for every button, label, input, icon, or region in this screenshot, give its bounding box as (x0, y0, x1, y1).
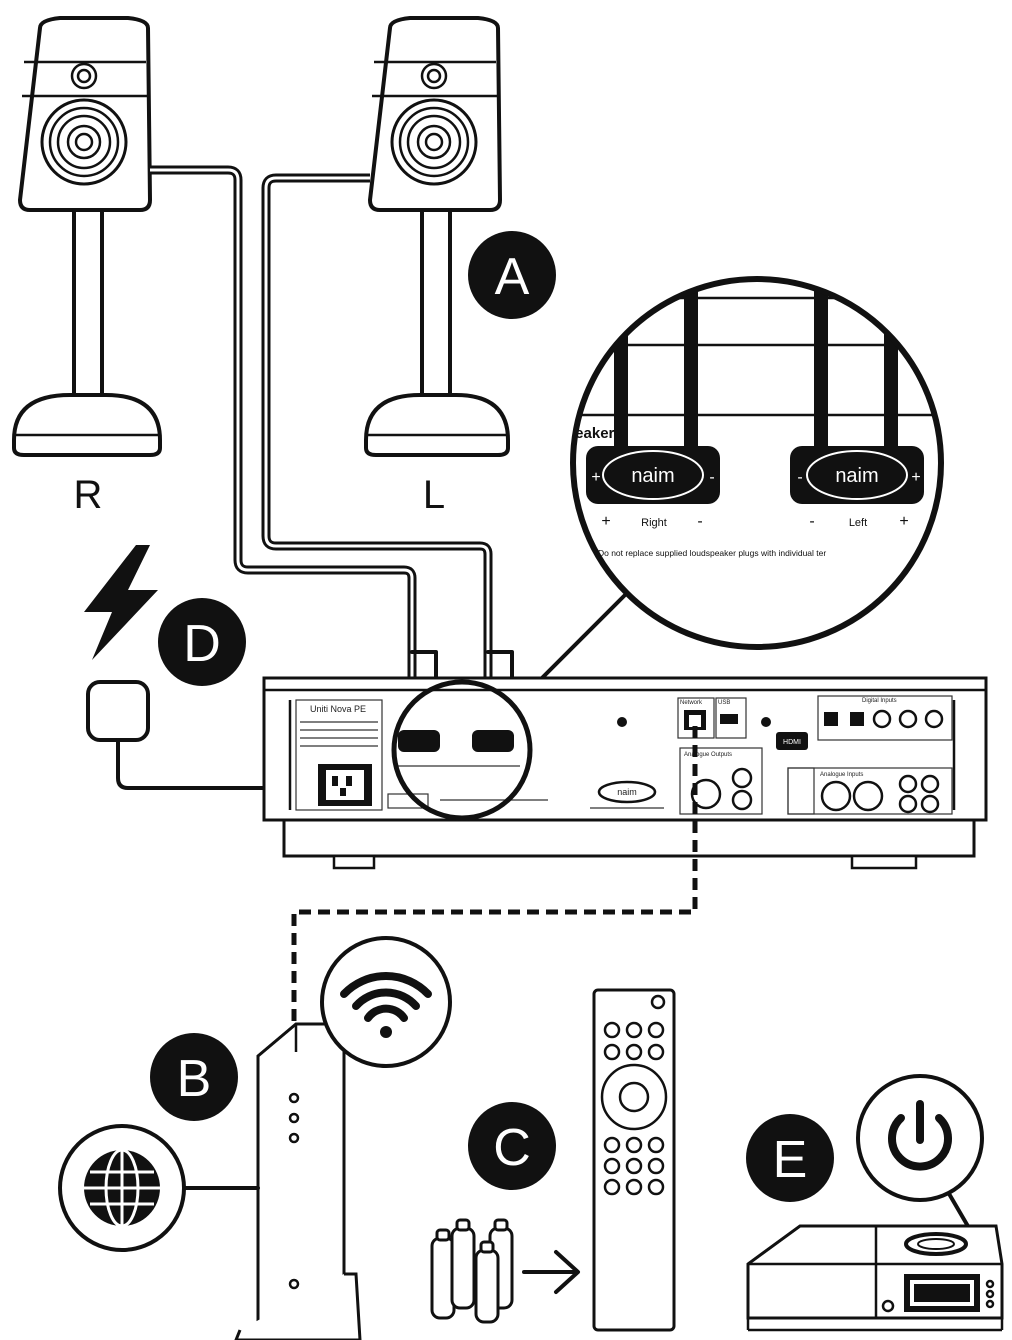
plug-left-minus: - (797, 469, 802, 486)
lightning-icon (84, 545, 158, 660)
badge-e-letter: E (773, 1131, 808, 1189)
zoom-right-plus: + (601, 513, 610, 530)
hdmi-label: HDMI (783, 739, 801, 746)
power-cable (116, 738, 320, 790)
speaker-right (12, 16, 162, 457)
zoom-left-minus: - (809, 513, 814, 530)
model-name: Uniti Nova PE (310, 704, 366, 714)
badge-b-letter: B (177, 1050, 212, 1108)
power-button-icon (856, 1074, 984, 1202)
badge-b: B (150, 1033, 238, 1121)
analogue-outputs-label: Analogue Outputs (684, 752, 732, 758)
zoom-detail: peakers naim + - naim - + + Right - - Le… (566, 276, 944, 650)
plug-logo-right: naim (631, 465, 674, 487)
zoom-section-label: peakers (566, 425, 623, 442)
wifi-icon (320, 936, 452, 1068)
zoom-left-label: Left (849, 517, 867, 529)
badge-e: E (746, 1114, 834, 1202)
batteries-icon (430, 1218, 514, 1324)
badge-c-letter: C (493, 1119, 531, 1177)
speaker-left-label: L (423, 473, 445, 517)
speaker-right-label: R (74, 473, 103, 517)
power-inlet (318, 764, 372, 806)
amplifier-front (746, 1224, 1004, 1332)
badge-d-letter: D (183, 615, 221, 673)
zoom-left-plus: + (899, 513, 908, 530)
zoom-warning: NING: Do not replace supplied loudspeake… (572, 548, 826, 558)
router (234, 1022, 362, 1340)
plug-left-plus: + (911, 469, 920, 486)
network-label: Network (680, 700, 703, 706)
plug-logo-left: naim (835, 465, 878, 487)
analogue-inputs-label: Analogue Inputs (820, 772, 863, 778)
globe-icon (58, 1124, 260, 1252)
zoom-right-minus: - (697, 513, 702, 530)
speaker-left (364, 16, 510, 457)
arrow-right-icon (522, 1250, 580, 1294)
speaker-plug-right: naim + - (586, 446, 720, 504)
digital-inputs-label: Digital Inputs (862, 698, 897, 704)
remote-control (592, 988, 676, 1332)
speaker-plug-left: naim - + (790, 446, 924, 504)
amplifier-rear-panel: Uniti Nova PE naim Network USB (262, 676, 988, 870)
rear-logo: naim (617, 787, 637, 797)
plug-right-plus: + (591, 469, 600, 486)
network-cable (291, 726, 698, 1024)
badge-a-letter: A (495, 248, 530, 306)
badge-a: A (468, 231, 556, 319)
zoom-right-label: Right (641, 517, 667, 529)
zoom-highlight-circle (391, 679, 533, 821)
power-plug-icon (86, 680, 150, 742)
speaker-cables (150, 165, 514, 702)
badge-d: D (158, 598, 246, 686)
plug-right-minus: - (709, 469, 714, 486)
usb-label: USB (718, 700, 730, 706)
badge-c: C (468, 1102, 556, 1190)
